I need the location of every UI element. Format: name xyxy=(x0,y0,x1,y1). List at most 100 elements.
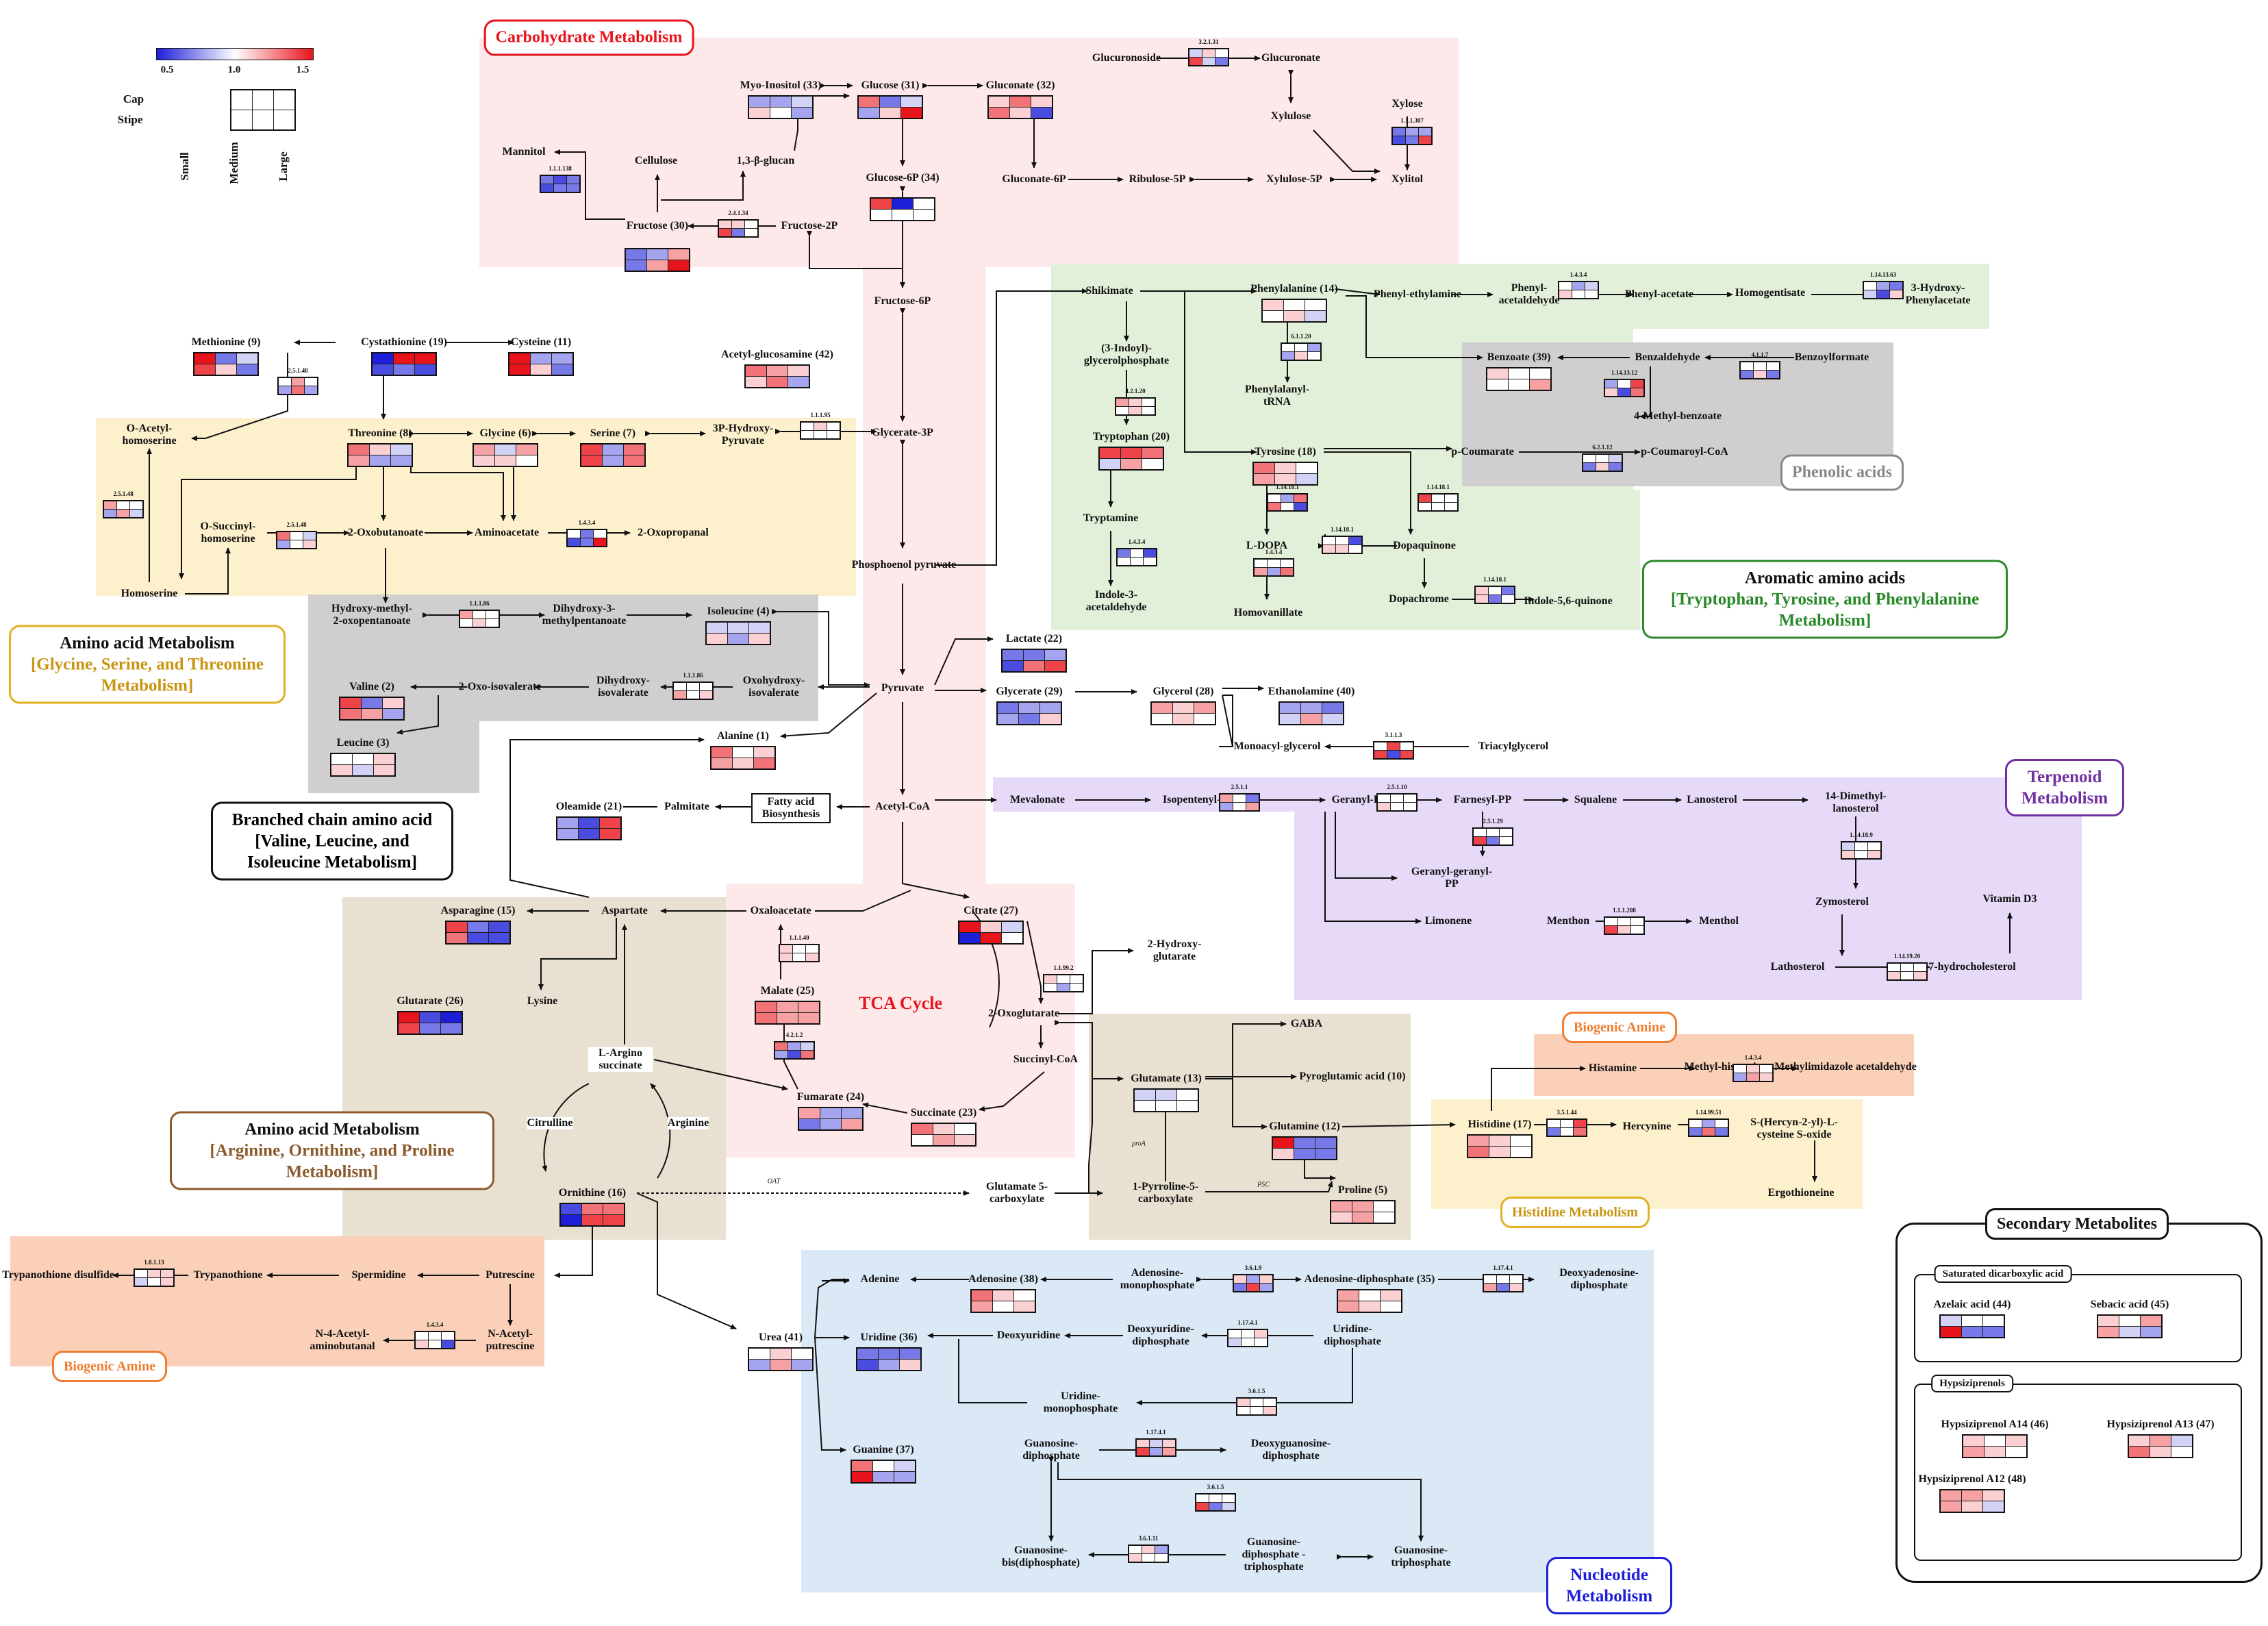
heat-cell xyxy=(1176,1088,1199,1101)
heat-cell xyxy=(1582,462,1596,472)
heat-cell xyxy=(1753,370,1767,379)
heat-cell xyxy=(488,932,511,945)
heat-cell xyxy=(393,352,415,364)
heat-cell xyxy=(2140,1314,2163,1327)
heat-cell xyxy=(390,443,413,455)
enzyme-code: 4.1.1.7 xyxy=(1751,351,1769,358)
node-gbdp: Guanosine-bis(diphosphate) xyxy=(1002,1544,1080,1568)
heat-cell xyxy=(779,953,793,962)
node-leucine: Leucine (3) xyxy=(336,737,390,749)
heat-cell xyxy=(731,228,745,238)
heat-cell xyxy=(1162,1447,1176,1457)
heat-cell xyxy=(1961,1489,1983,1501)
title-nucleotide: Nucleotide Metabolism xyxy=(1546,1557,1672,1614)
enzyme-code: 1.14.18.1 xyxy=(1331,526,1354,533)
enzyme-code: 1.1.1.86 xyxy=(683,672,703,679)
heat-cell xyxy=(467,921,489,933)
node-gluconate: Gluconate (32) xyxy=(985,79,1055,91)
heat-cell xyxy=(1376,802,1391,812)
node-deoxyuridine: Deoxyuridine xyxy=(996,1329,1061,1341)
heat-cell xyxy=(1130,557,1144,566)
heat-cell xyxy=(440,1011,463,1023)
heat-cell xyxy=(1335,536,1349,545)
heat-cell xyxy=(1867,850,1882,860)
heat-cell xyxy=(1604,379,1618,388)
heat-cell xyxy=(1337,1301,1359,1313)
heat-cell xyxy=(755,1001,777,1013)
heatmap-adenosine xyxy=(970,1289,1036,1313)
enzyme-code: 2.5.1.10 xyxy=(1387,784,1407,790)
heat-cell xyxy=(933,1134,955,1147)
enzyme-code: 1.1.1.95 xyxy=(810,412,831,418)
arrow xyxy=(815,890,911,912)
enzyme-heatmap xyxy=(540,175,581,193)
enzyme-code: 3.6.1.5 xyxy=(1248,1388,1265,1394)
enzyme-code: 6.2.1.12 xyxy=(1592,444,1613,451)
heat-cell xyxy=(1281,351,1295,361)
enzyme-code: 3.1.1.3 xyxy=(1385,731,1402,738)
heat-cell xyxy=(2128,1434,2150,1447)
heat-cell xyxy=(1013,1289,1036,1301)
enzyme-code: 1.4.3.4 xyxy=(1570,271,1587,278)
arrow xyxy=(1324,451,1413,535)
heatmap-uridine xyxy=(856,1347,922,1371)
enzyme-heatmap xyxy=(1604,916,1645,935)
heat-cell xyxy=(718,228,732,238)
heatmap-serine xyxy=(580,443,646,467)
heat-cell xyxy=(129,500,144,510)
heat-cell xyxy=(2128,1446,2150,1458)
heatmap-glucose6p xyxy=(870,197,935,221)
node-trypanothionedisulfide: Trypanothione disulfide xyxy=(2,1269,114,1281)
heat-cell xyxy=(1609,453,1623,463)
heat-cell xyxy=(744,364,767,377)
heat-cell xyxy=(1867,841,1882,851)
heat-cell xyxy=(1418,493,1432,503)
heat-cell xyxy=(770,95,792,108)
heat-cell xyxy=(508,352,531,364)
heat-cell xyxy=(1233,1274,1247,1284)
node-guanine: Guanine (37) xyxy=(853,1444,914,1455)
heat-cell xyxy=(382,708,405,721)
heat-cell xyxy=(1403,793,1418,803)
heat-cell xyxy=(1202,48,1215,58)
arrow xyxy=(1324,812,1422,924)
node-vitamind3: Vitamin D3 xyxy=(1982,893,2037,905)
heat-cell xyxy=(1254,1329,1268,1338)
heat-cell xyxy=(551,364,574,376)
heat-cell xyxy=(1573,1118,1587,1128)
heat-cell xyxy=(1732,1073,1747,1082)
node-lathosterol: Lathosterol xyxy=(1770,961,1825,973)
heat-cell xyxy=(1322,536,1336,545)
heat-cell xyxy=(748,95,770,108)
enzyme-code: 2.5.1.1 xyxy=(1231,784,1248,790)
heat-cell xyxy=(1162,1438,1176,1448)
heat-cell xyxy=(1630,916,1645,926)
node-oacetylhs: O-Acetyl-homoserine xyxy=(122,423,177,447)
node-threonine: Threonine (8) xyxy=(348,427,412,439)
heat-cell xyxy=(872,1471,894,1484)
heat-cell xyxy=(791,1347,814,1360)
arrow xyxy=(862,1102,908,1114)
node-limonene: Limonene xyxy=(1424,915,1472,927)
heat-cell xyxy=(899,1347,922,1360)
heat-cell xyxy=(551,352,574,364)
enzyme-heatmap xyxy=(566,529,607,547)
heat-cell xyxy=(1572,290,1585,299)
enzyme-heatmap xyxy=(1322,536,1363,554)
heat-cell xyxy=(1400,750,1414,760)
enzyme-heatmap xyxy=(1418,493,1459,512)
heat-cell xyxy=(1261,299,1284,311)
enzyme-heatmap xyxy=(1739,361,1780,379)
enzyme-heatmap xyxy=(1219,793,1260,812)
node-cysteine: Cysteine (11) xyxy=(510,336,572,348)
heat-cell xyxy=(770,107,792,119)
arrow xyxy=(814,1337,846,1451)
heat-cell xyxy=(1305,299,1327,311)
heat-cell xyxy=(770,1359,792,1371)
node-glycerate3p: Glycerate-3P xyxy=(872,427,933,438)
heat-cell xyxy=(1573,1127,1587,1137)
enzyme-heatmap xyxy=(774,1041,815,1060)
node-succinate: Succinate (23) xyxy=(910,1107,977,1118)
heat-cell xyxy=(1444,502,1459,512)
heat-cell xyxy=(1281,342,1295,352)
